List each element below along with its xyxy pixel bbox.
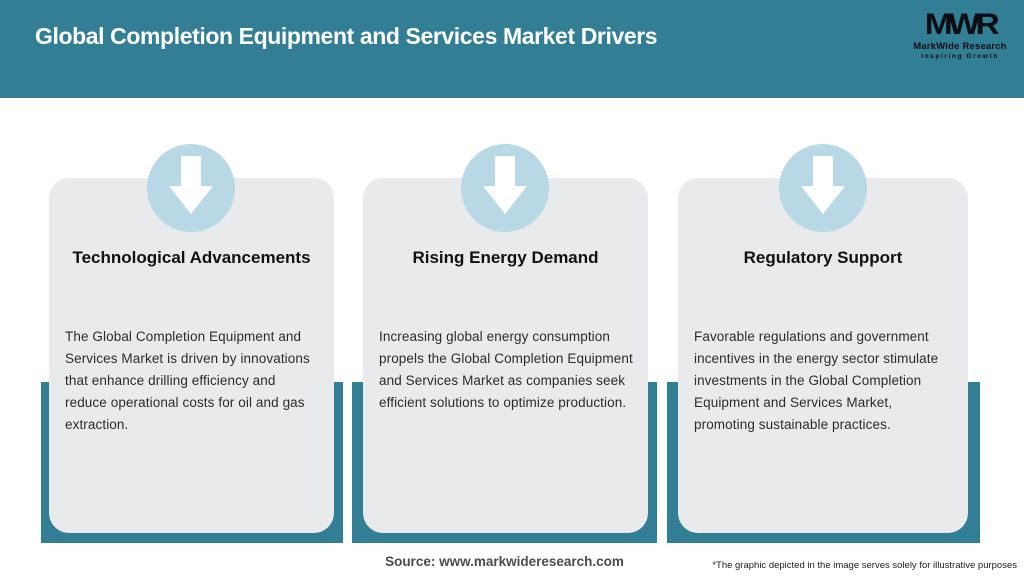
down-arrow-icon (483, 156, 527, 214)
card-title: Rising Energy Demand (412, 248, 599, 267)
driver-card-rising-energy-demand: Rising Energy Demand Increasing global e… (363, 178, 648, 533)
down-arrow-icon (801, 156, 845, 214)
arrow-badge (147, 144, 235, 232)
arrow-badge (461, 144, 549, 232)
source-text: Source: www.markwideresearch.com (385, 554, 624, 569)
disclaimer-text: *The graphic depicted in the image serve… (712, 560, 1017, 571)
driver-card-technological-advancements: Technological Advancements The Global Co… (49, 178, 334, 533)
markwide-logo: MWR MarkWide Research Inspiring Growth (912, 10, 1008, 61)
arrow-badge (779, 144, 867, 232)
page-title: Global Completion Equipment and Services… (35, 23, 658, 49)
mwr-monogram-icon: MWR (924, 8, 1000, 41)
logo-tagline: Inspiring Growth (921, 53, 999, 60)
down-arrow-icon (169, 156, 213, 214)
card-body: Favorable regulations and government inc… (694, 329, 939, 432)
logo-company-name: MarkWide Research (913, 41, 1007, 52)
card-title: Regulatory Support (743, 248, 903, 267)
card-title: Technological Advancements (72, 248, 311, 267)
card-body: The Global Completion Equipment and Serv… (65, 329, 310, 432)
card-body: Increasing global energy consumption pro… (379, 329, 633, 410)
driver-card-regulatory-support: Regulatory Support Favorable regulations… (678, 178, 968, 533)
header-band: Global Completion Equipment and Services… (0, 0, 1024, 98)
